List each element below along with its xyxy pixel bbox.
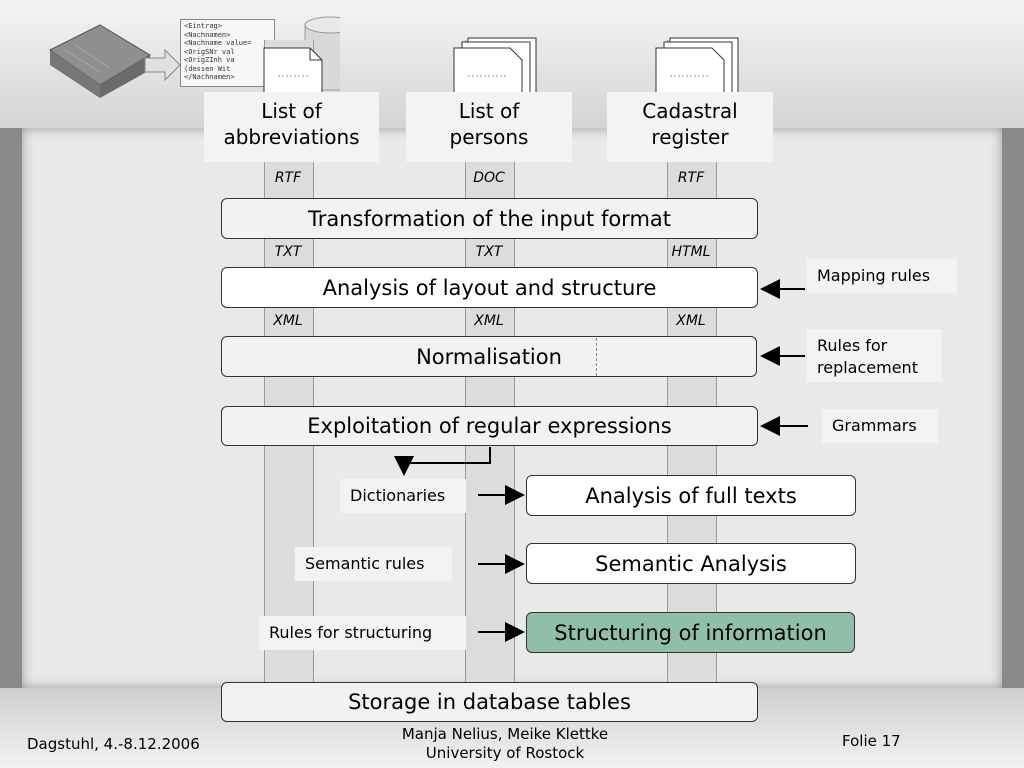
arrow-right-icon xyxy=(144,48,181,82)
format-label: XML xyxy=(676,313,706,329)
format-label: XML xyxy=(474,313,504,329)
step-semantic: Semantic Analysis xyxy=(526,543,856,584)
resource-mapping-rules: Mapping rules xyxy=(807,259,957,293)
step-storage: Storage in database tables xyxy=(221,682,758,722)
source-cadastral: Cadastral register xyxy=(607,92,773,162)
xml-line: <Nachname value= xyxy=(184,39,252,47)
source-label-line: Cadastral xyxy=(642,99,738,123)
footer-affiliation-line: University of Rostock xyxy=(425,744,585,762)
xml-line: <OrigZInh va xyxy=(184,56,235,64)
source-label-line: List of xyxy=(458,99,520,123)
format-label: RTF xyxy=(274,170,302,186)
step-full-texts: Analysis of full texts xyxy=(526,475,856,516)
resource-dictionaries: Dictionaries xyxy=(340,479,466,513)
resource-label-line: Rules for xyxy=(817,336,888,355)
xml-line: </Nachnamen> xyxy=(184,73,235,81)
xml-line: <Nachnamen> xyxy=(184,30,231,39)
step-layout-analysis: Analysis of layout and structure xyxy=(221,267,758,308)
step-normalisation: Normalisation xyxy=(221,336,757,377)
xml-line: (dessen Wit xyxy=(184,64,231,73)
source-persons: List of persons xyxy=(406,92,572,162)
step-normalisation-label: Normalisation xyxy=(416,344,562,369)
xml-line: <Eintrag> xyxy=(184,22,222,30)
source-abbreviations: List of abbreviations xyxy=(204,92,379,162)
source-label-line: persons xyxy=(449,125,529,149)
resource-semantic-rules: Semantic rules xyxy=(295,547,452,581)
dashed-divider xyxy=(596,338,597,376)
open-book-icon xyxy=(49,24,151,98)
format-label: RTF xyxy=(677,170,705,186)
xml-line: <OrigSNr val xyxy=(184,47,235,56)
format-label: HTML xyxy=(671,244,711,260)
xml-snippet: <Eintrag> <Nachnamen> <Nachname value= <… xyxy=(180,19,275,87)
footer-event: Dagstuhl, 4.-8.12.2006 xyxy=(27,735,200,753)
format-label: XML xyxy=(273,313,303,329)
resource-grammars: Grammars xyxy=(822,409,938,443)
source-label-line: abbreviations xyxy=(223,125,360,149)
resource-label-line: replacement xyxy=(817,358,918,377)
format-label: DOC xyxy=(473,170,505,186)
step-structuring: Structuring of information xyxy=(526,612,855,653)
format-label: TXT xyxy=(475,244,503,260)
step-regex: Exploitation of regular expressions xyxy=(221,406,758,446)
footer-authors-line: Manja Nelius, Meike Klettke xyxy=(401,725,609,743)
source-label-line: register xyxy=(651,125,729,149)
format-label: TXT xyxy=(274,244,302,260)
resource-replacement-rules: Rules for replacement xyxy=(807,329,942,382)
footer-authors: Manja Nelius, Meike Klettke University o… xyxy=(370,725,640,763)
resource-structuring-rules: Rules for structuring xyxy=(259,616,466,650)
footer-slide-number: Folie 17 xyxy=(842,732,901,750)
source-label-line: List of xyxy=(261,99,322,123)
step-transformation: Transformation of the input format xyxy=(221,198,758,239)
